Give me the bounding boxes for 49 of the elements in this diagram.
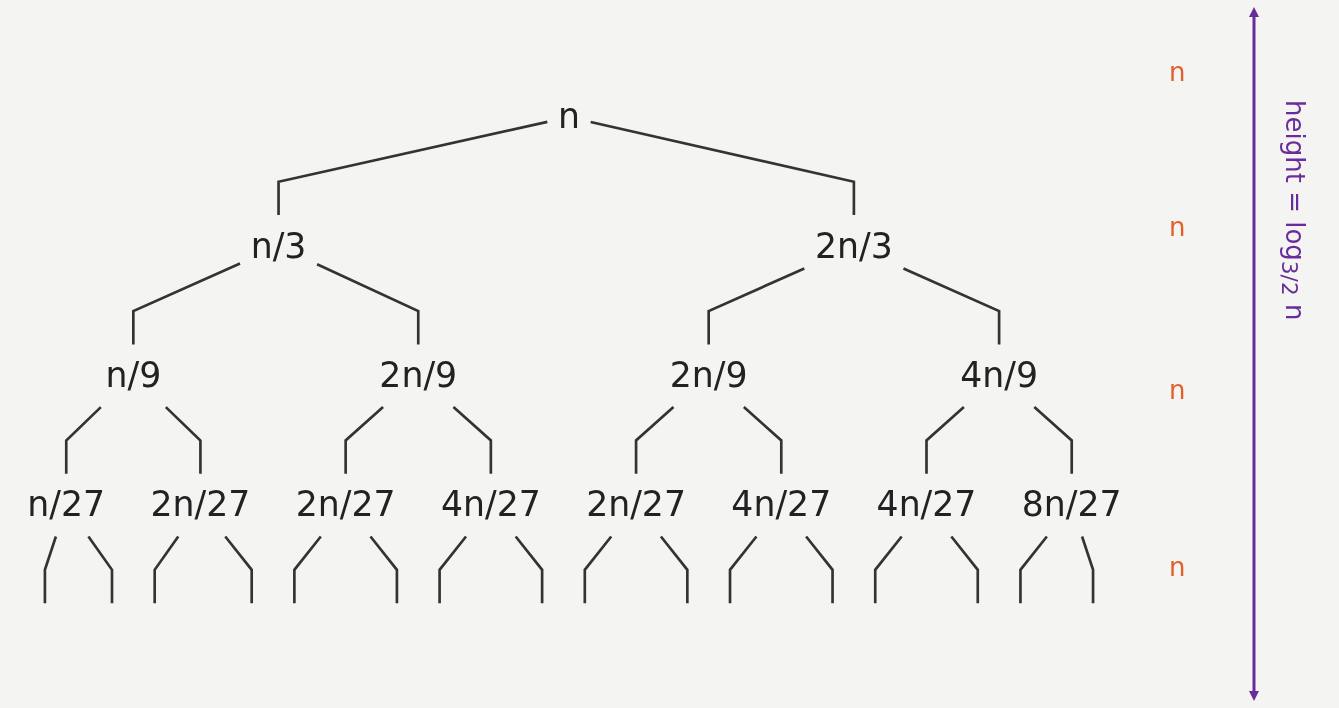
connector <box>583 535 613 604</box>
node-text: 2n/27 <box>295 484 396 525</box>
level-cost-label: n <box>1169 552 1186 583</box>
connector <box>43 536 58 604</box>
connector <box>369 535 399 604</box>
connector <box>438 535 468 604</box>
connector <box>707 267 805 345</box>
connector <box>132 262 241 345</box>
level-cost-label: n <box>1169 375 1186 406</box>
level-cost-label: n <box>1169 56 1186 87</box>
node-text: n/3 <box>250 225 307 266</box>
connector <box>873 535 903 604</box>
connector <box>925 406 965 475</box>
connector <box>634 406 675 475</box>
connector <box>728 535 758 604</box>
node-text: 4n/27 <box>876 484 977 525</box>
node-text: n <box>557 96 580 137</box>
connector <box>277 120 548 216</box>
node-text: 2n/27 <box>150 484 251 525</box>
connector <box>87 535 114 604</box>
node-text: 4n/27 <box>731 484 832 525</box>
node-text: 8n/27 <box>1021 484 1122 525</box>
connector <box>224 535 254 604</box>
connector <box>293 535 322 604</box>
connector <box>164 406 202 475</box>
connector <box>1033 406 1074 475</box>
node-text: 4n/27 <box>440 484 541 525</box>
connector <box>805 535 834 604</box>
node-text: 4n/9 <box>960 355 1039 396</box>
connector <box>1019 535 1048 604</box>
connector <box>316 263 420 345</box>
connector <box>950 535 980 604</box>
connector <box>64 406 102 475</box>
connector <box>514 535 544 604</box>
node-text: 2n/3 <box>815 225 893 266</box>
connector <box>153 535 180 604</box>
node-text: 2n/27 <box>586 484 687 525</box>
connector <box>590 120 856 216</box>
node-text: n/9 <box>105 355 162 396</box>
node-text: 2n/9 <box>669 355 748 396</box>
connector <box>902 267 1001 345</box>
connector <box>659 535 689 604</box>
node-text: 2n/9 <box>379 355 458 396</box>
level-cost-label: n <box>1169 212 1186 243</box>
connector <box>344 406 384 475</box>
connector <box>452 406 493 475</box>
node-text: n/27 <box>27 484 106 525</box>
connector <box>742 406 783 475</box>
connector <box>1080 536 1095 604</box>
